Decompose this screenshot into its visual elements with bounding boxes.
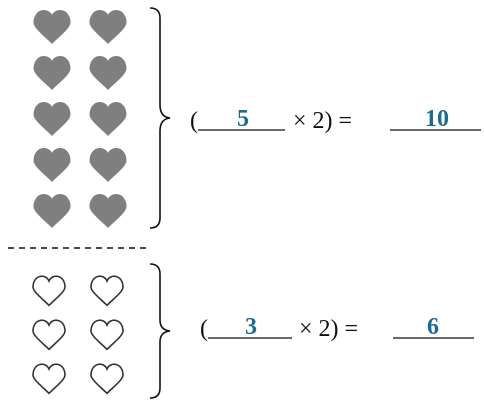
top-factor-answer: 5 <box>237 106 249 132</box>
filled-heart-icon <box>33 10 71 44</box>
outline-hearts-grid <box>32 275 124 395</box>
outline-heart-icon <box>90 363 124 395</box>
top-times-two-equals: × 2) = <box>293 108 352 134</box>
top-product-answer: 10 <box>425 106 449 132</box>
bottom-times-two-equals: × 2) = <box>299 316 358 342</box>
outline-hearts-group: ( 3 × 2) = 6 <box>32 263 474 399</box>
bottom-open-paren: ( <box>200 316 208 342</box>
filled-heart-icon <box>33 102 71 136</box>
filled-heart-icon <box>89 56 127 90</box>
outline-heart-icon <box>32 319 66 351</box>
filled-heart-icon <box>33 194 71 228</box>
filled-heart-icon <box>89 194 127 228</box>
bottom-factor-answer: 3 <box>245 314 257 340</box>
outline-heart-icon <box>32 363 66 395</box>
bottom-group-brace <box>149 263 171 399</box>
outline-heart-icon <box>32 275 66 307</box>
filled-heart-icon <box>89 148 127 182</box>
filled-heart-icon <box>89 10 127 44</box>
bottom-product-answer: 6 <box>427 314 439 340</box>
outline-heart-icon <box>90 319 124 351</box>
filled-heart-icon <box>33 148 71 182</box>
top-open-paren: ( <box>190 108 198 134</box>
filled-hearts-grid <box>33 10 127 228</box>
filled-heart-icon <box>89 102 127 136</box>
outline-heart-icon <box>90 275 124 307</box>
filled-heart-icon <box>33 56 71 90</box>
top-group-brace <box>149 7 171 229</box>
filled-hearts-group: ( 5 × 2) = 10 <box>33 7 481 229</box>
